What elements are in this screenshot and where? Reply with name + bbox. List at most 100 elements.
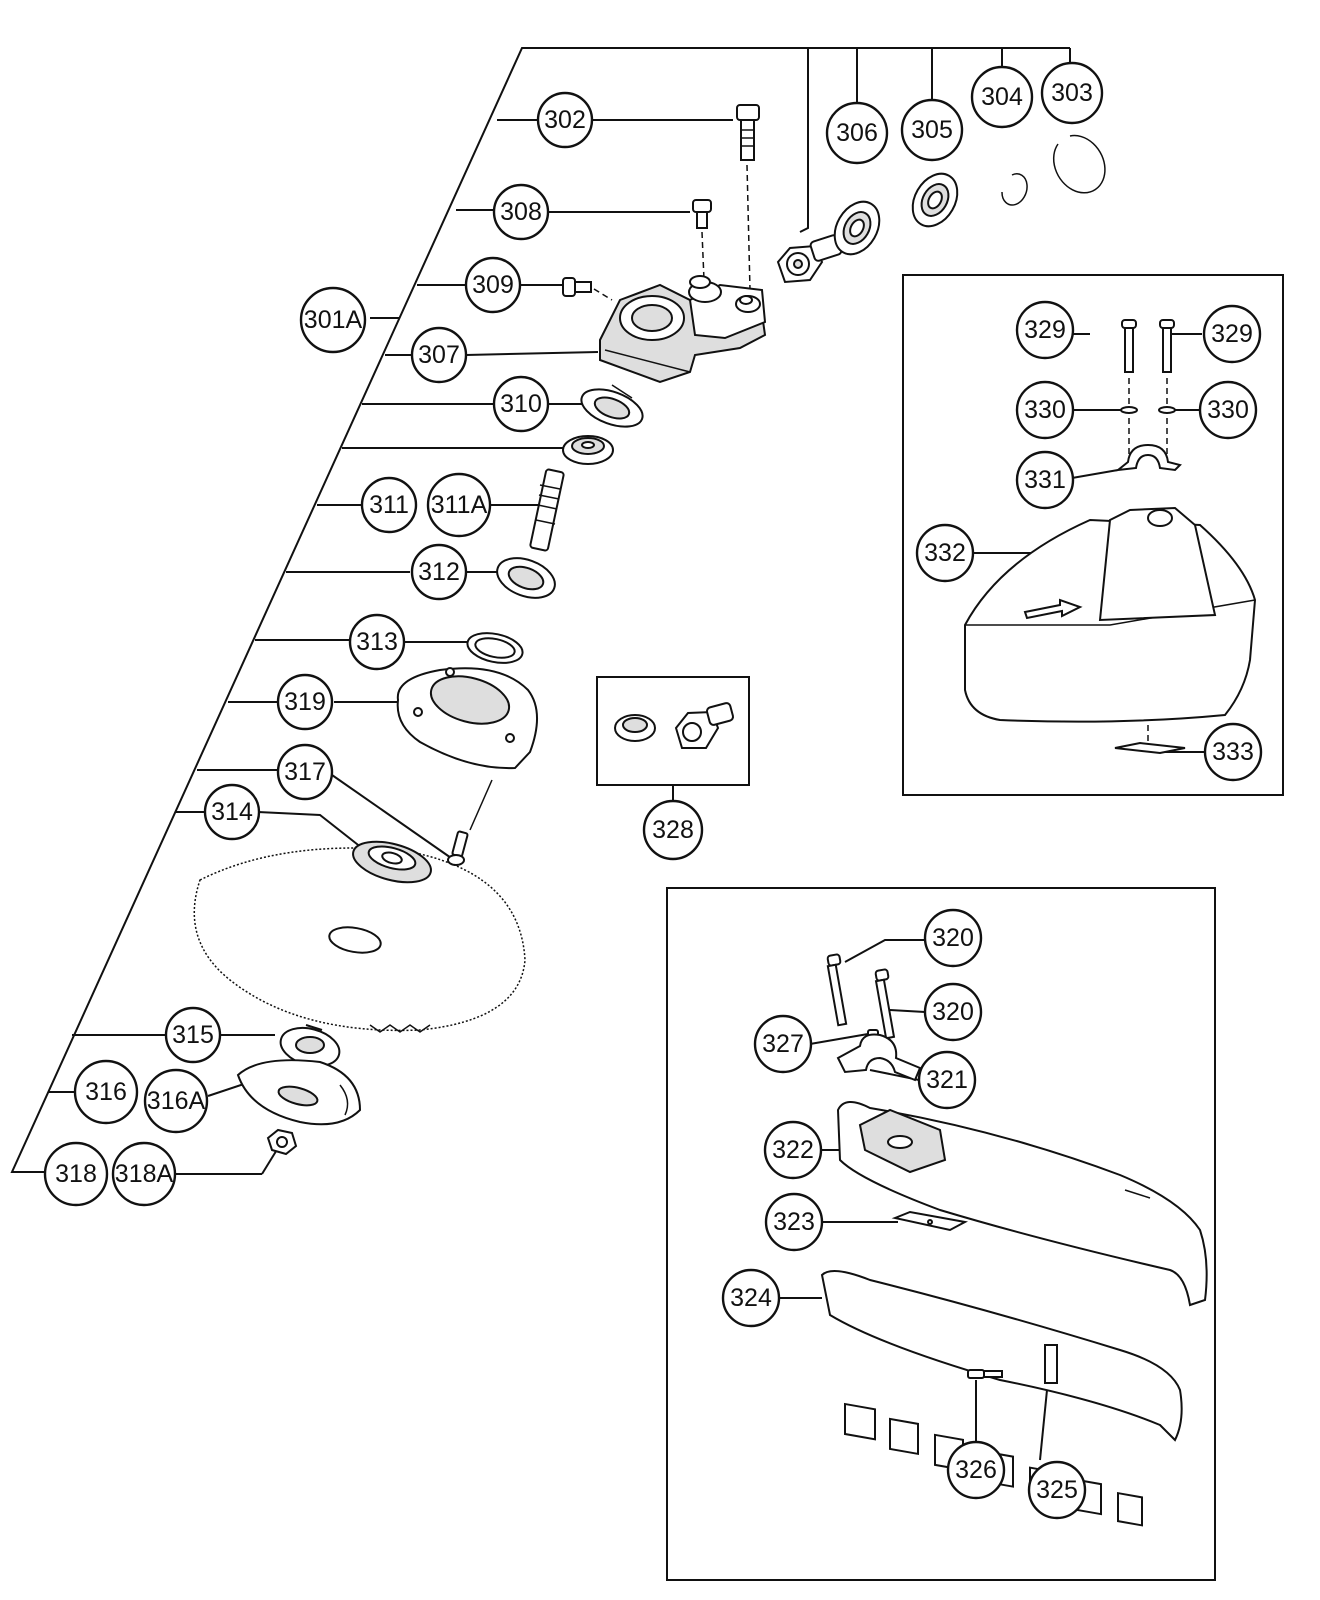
- plate-323: [891, 1210, 969, 1232]
- label-307: 307: [410, 326, 468, 384]
- gear-set-328: [614, 702, 735, 749]
- svg-text:330: 330: [1024, 396, 1066, 424]
- inset-box-guard: [902, 274, 1284, 796]
- svg-text:329: 329: [1211, 320, 1253, 348]
- guard-bolts-329: [1121, 319, 1175, 455]
- svg-text:314: 314: [211, 798, 253, 826]
- label-301A: 301A: [299, 286, 367, 354]
- svg-text:326: 326: [955, 1456, 997, 1484]
- label-330-right: 330: [1198, 380, 1258, 440]
- washer-315: [279, 1026, 341, 1068]
- clamp-321: [836, 1033, 922, 1082]
- label-308: 308: [492, 183, 550, 241]
- label-311: 311: [360, 476, 418, 534]
- svg-text:322: 322: [772, 1136, 814, 1164]
- gear-case-307: [599, 275, 767, 384]
- svg-text:304: 304: [981, 83, 1023, 111]
- label-324: 324: [721, 1268, 781, 1328]
- label-320-top: 320: [923, 908, 983, 968]
- svg-text:319: 319: [284, 688, 326, 716]
- holder-319: [396, 667, 539, 831]
- label-302: 302: [536, 91, 594, 149]
- label-315: 315: [164, 1006, 222, 1064]
- svg-text:316: 316: [85, 1078, 127, 1106]
- snap-ring-304: [1001, 173, 1028, 206]
- label-309: 309: [464, 256, 522, 314]
- svg-text:325: 325: [1036, 1476, 1078, 1504]
- svg-text:323: 323: [773, 1208, 815, 1236]
- svg-text:303: 303: [1051, 79, 1093, 107]
- label-330-left: 330: [1015, 380, 1075, 440]
- snap-ring-303: [1052, 134, 1106, 194]
- bevel-gear: [562, 435, 614, 465]
- clamp-331: [1114, 443, 1182, 472]
- svg-text:318A: 318A: [115, 1160, 174, 1188]
- part-labels: 302 308 309 301A 307 310 311 311A 312 31…: [43, 61, 1263, 1520]
- label-322: 322: [763, 1120, 823, 1180]
- bearing-312: [496, 557, 556, 599]
- svg-text:330: 330: [1207, 396, 1249, 424]
- screw-309: [562, 277, 613, 301]
- screw-308: [692, 199, 712, 281]
- svg-text:311A: 311A: [431, 491, 488, 519]
- label-319: 319: [276, 673, 334, 731]
- label-329-left: 329: [1015, 300, 1075, 360]
- bolt-317: [447, 830, 469, 866]
- label-316A: 316A: [143, 1068, 209, 1134]
- label-311A: 311A: [426, 472, 492, 538]
- svg-text:329: 329: [1024, 316, 1066, 344]
- label-325: 325: [1027, 1460, 1087, 1520]
- label-318A: 318A: [111, 1141, 177, 1207]
- svg-text:332: 332: [924, 539, 966, 567]
- svg-text:302: 302: [544, 106, 586, 134]
- svg-text:301A: 301A: [304, 306, 363, 334]
- svg-text:331: 331: [1024, 466, 1066, 494]
- label-304: 304: [970, 65, 1034, 129]
- svg-text:320: 320: [932, 998, 974, 1026]
- guard-324: [820, 1270, 1183, 1527]
- svg-text:320: 320: [932, 924, 974, 952]
- label-303: 303: [1040, 61, 1104, 125]
- bolt-326: [967, 1369, 1003, 1379]
- label-314: 314: [203, 783, 261, 841]
- label-312: 312: [410, 543, 468, 601]
- washer-313: [466, 632, 524, 664]
- label-318: 318: [43, 1141, 109, 1207]
- svg-text:310: 310: [500, 390, 542, 418]
- label-328: 328: [642, 799, 704, 861]
- label-331: 331: [1015, 450, 1075, 510]
- svg-text:305: 305: [911, 116, 953, 144]
- leader-tree: [10, 47, 1071, 1175]
- guard-332: [964, 506, 1257, 745]
- svg-text:317: 317: [284, 758, 326, 786]
- nut-318: [266, 1128, 298, 1156]
- label-310: 310: [492, 375, 550, 433]
- bearing-306: [833, 200, 881, 256]
- shaft-311: [529, 468, 565, 552]
- svg-text:311: 311: [369, 491, 409, 519]
- svg-text:321: 321: [926, 1066, 968, 1094]
- label-317: 317: [276, 743, 334, 801]
- svg-text:328: 328: [652, 816, 694, 844]
- label-326: 326: [946, 1440, 1006, 1500]
- svg-text:309: 309: [472, 271, 514, 299]
- svg-text:313: 313: [356, 628, 398, 656]
- svg-text:308: 308: [500, 198, 542, 226]
- washers-330: [1120, 406, 1176, 414]
- label-305: 305: [900, 98, 964, 162]
- label-323: 323: [764, 1192, 824, 1252]
- inset-box-328: [596, 676, 750, 802]
- label-320-bottom: 320: [923, 982, 983, 1042]
- label-329-right: 329: [1202, 304, 1262, 364]
- label-332: 332: [915, 523, 975, 583]
- label-316: 316: [73, 1059, 139, 1125]
- cover-316: [236, 1059, 362, 1126]
- guard-322: [836, 1101, 1208, 1307]
- bolts-320: [826, 953, 896, 1040]
- bolt-302: [736, 104, 760, 291]
- label-306: 306: [825, 101, 889, 165]
- label-333: 333: [1203, 722, 1263, 782]
- bearing-305: [911, 172, 959, 228]
- svg-text:333: 333: [1212, 738, 1254, 766]
